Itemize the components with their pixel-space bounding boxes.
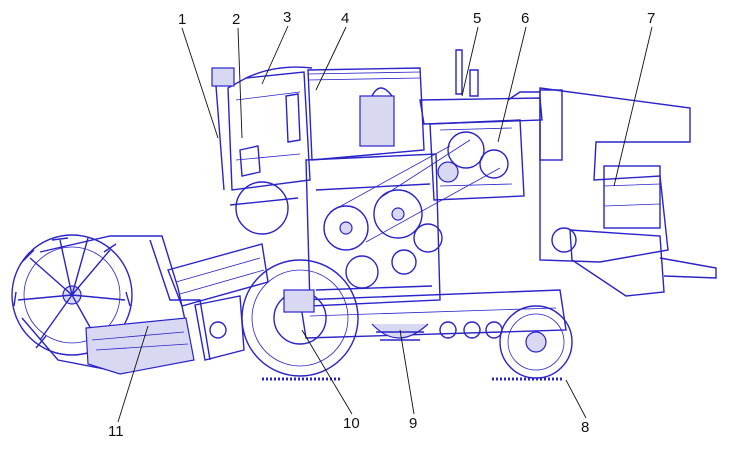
callout-2: 2 (232, 11, 240, 28)
cab (211, 66, 313, 235)
leader-lines (117, 25, 653, 423)
callout-6: 6 (521, 10, 529, 27)
callout-1: 1 (178, 11, 186, 28)
callout-labels: 1 2 3 4 5 6 7 8 9 10 11 (108, 9, 655, 440)
callout-5: 5 (473, 10, 481, 27)
chassis (299, 289, 567, 339)
callout-11: 11 (108, 423, 124, 440)
callout-8: 8 (581, 419, 589, 436)
callout-9: 9 (409, 415, 417, 432)
callout-10: 10 (343, 415, 360, 432)
grain-tank (307, 67, 425, 161)
engine (419, 49, 543, 201)
callout-7: 7 (647, 10, 655, 27)
header-body (21, 235, 211, 375)
threshing-unit (305, 139, 501, 307)
header-reel (11, 234, 133, 356)
callout-3: 3 (283, 9, 291, 26)
drive-wheel (241, 259, 359, 377)
rear-body (539, 87, 717, 297)
steering-wheel (499, 305, 573, 379)
callout-4: 4 (341, 10, 349, 27)
